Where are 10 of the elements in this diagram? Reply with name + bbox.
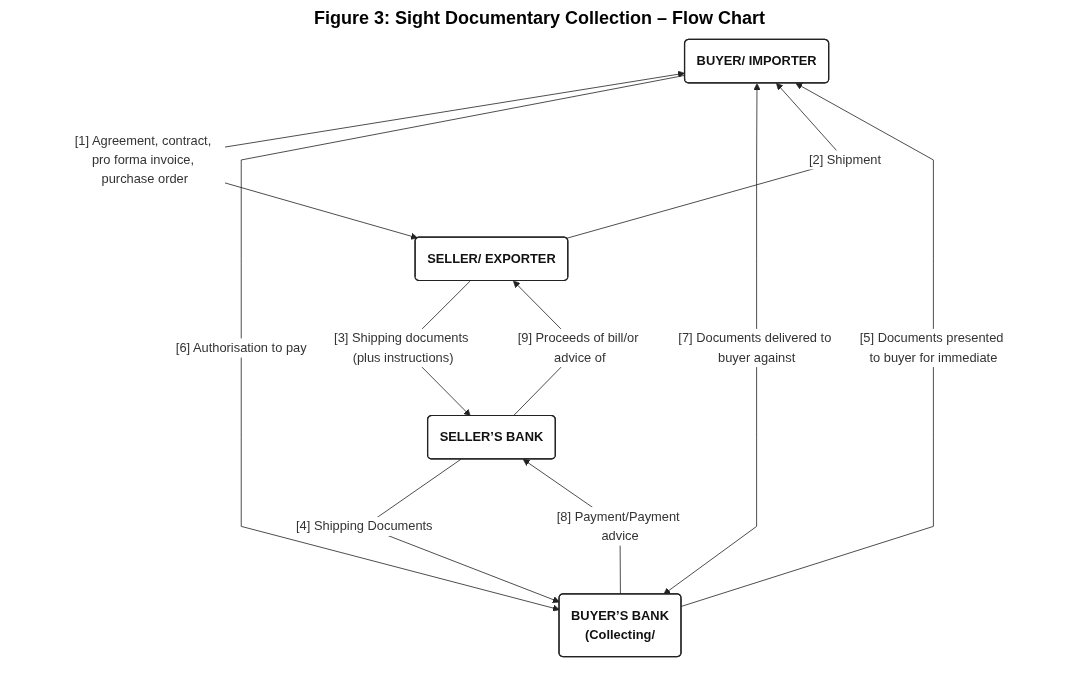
edge-label: [5] Documents presented to buyer for immediate xyxy=(860,331,1004,365)
edge-label: [8] Payment/Payment advice xyxy=(557,509,681,543)
edge-label: [2] Shipment xyxy=(809,152,882,167)
edge-label: [6] Authorisation to pay xyxy=(176,340,308,355)
edge-label: [9] Proceeds of bill/or advice of xyxy=(518,331,639,365)
diagram-title: Figure 3: Sight Documentary Collection – Flow Chart xyxy=(312,8,766,29)
edge-label: [4] Shipping Documents xyxy=(296,519,433,533)
edge-label: [7] Documents delivered to buyer against xyxy=(678,331,832,365)
edge-label: [3] Shipping documents (plus instructions) xyxy=(334,331,469,365)
edge-label: [1] Agreement, contract, pro forma invoice, purchase order xyxy=(75,133,212,186)
